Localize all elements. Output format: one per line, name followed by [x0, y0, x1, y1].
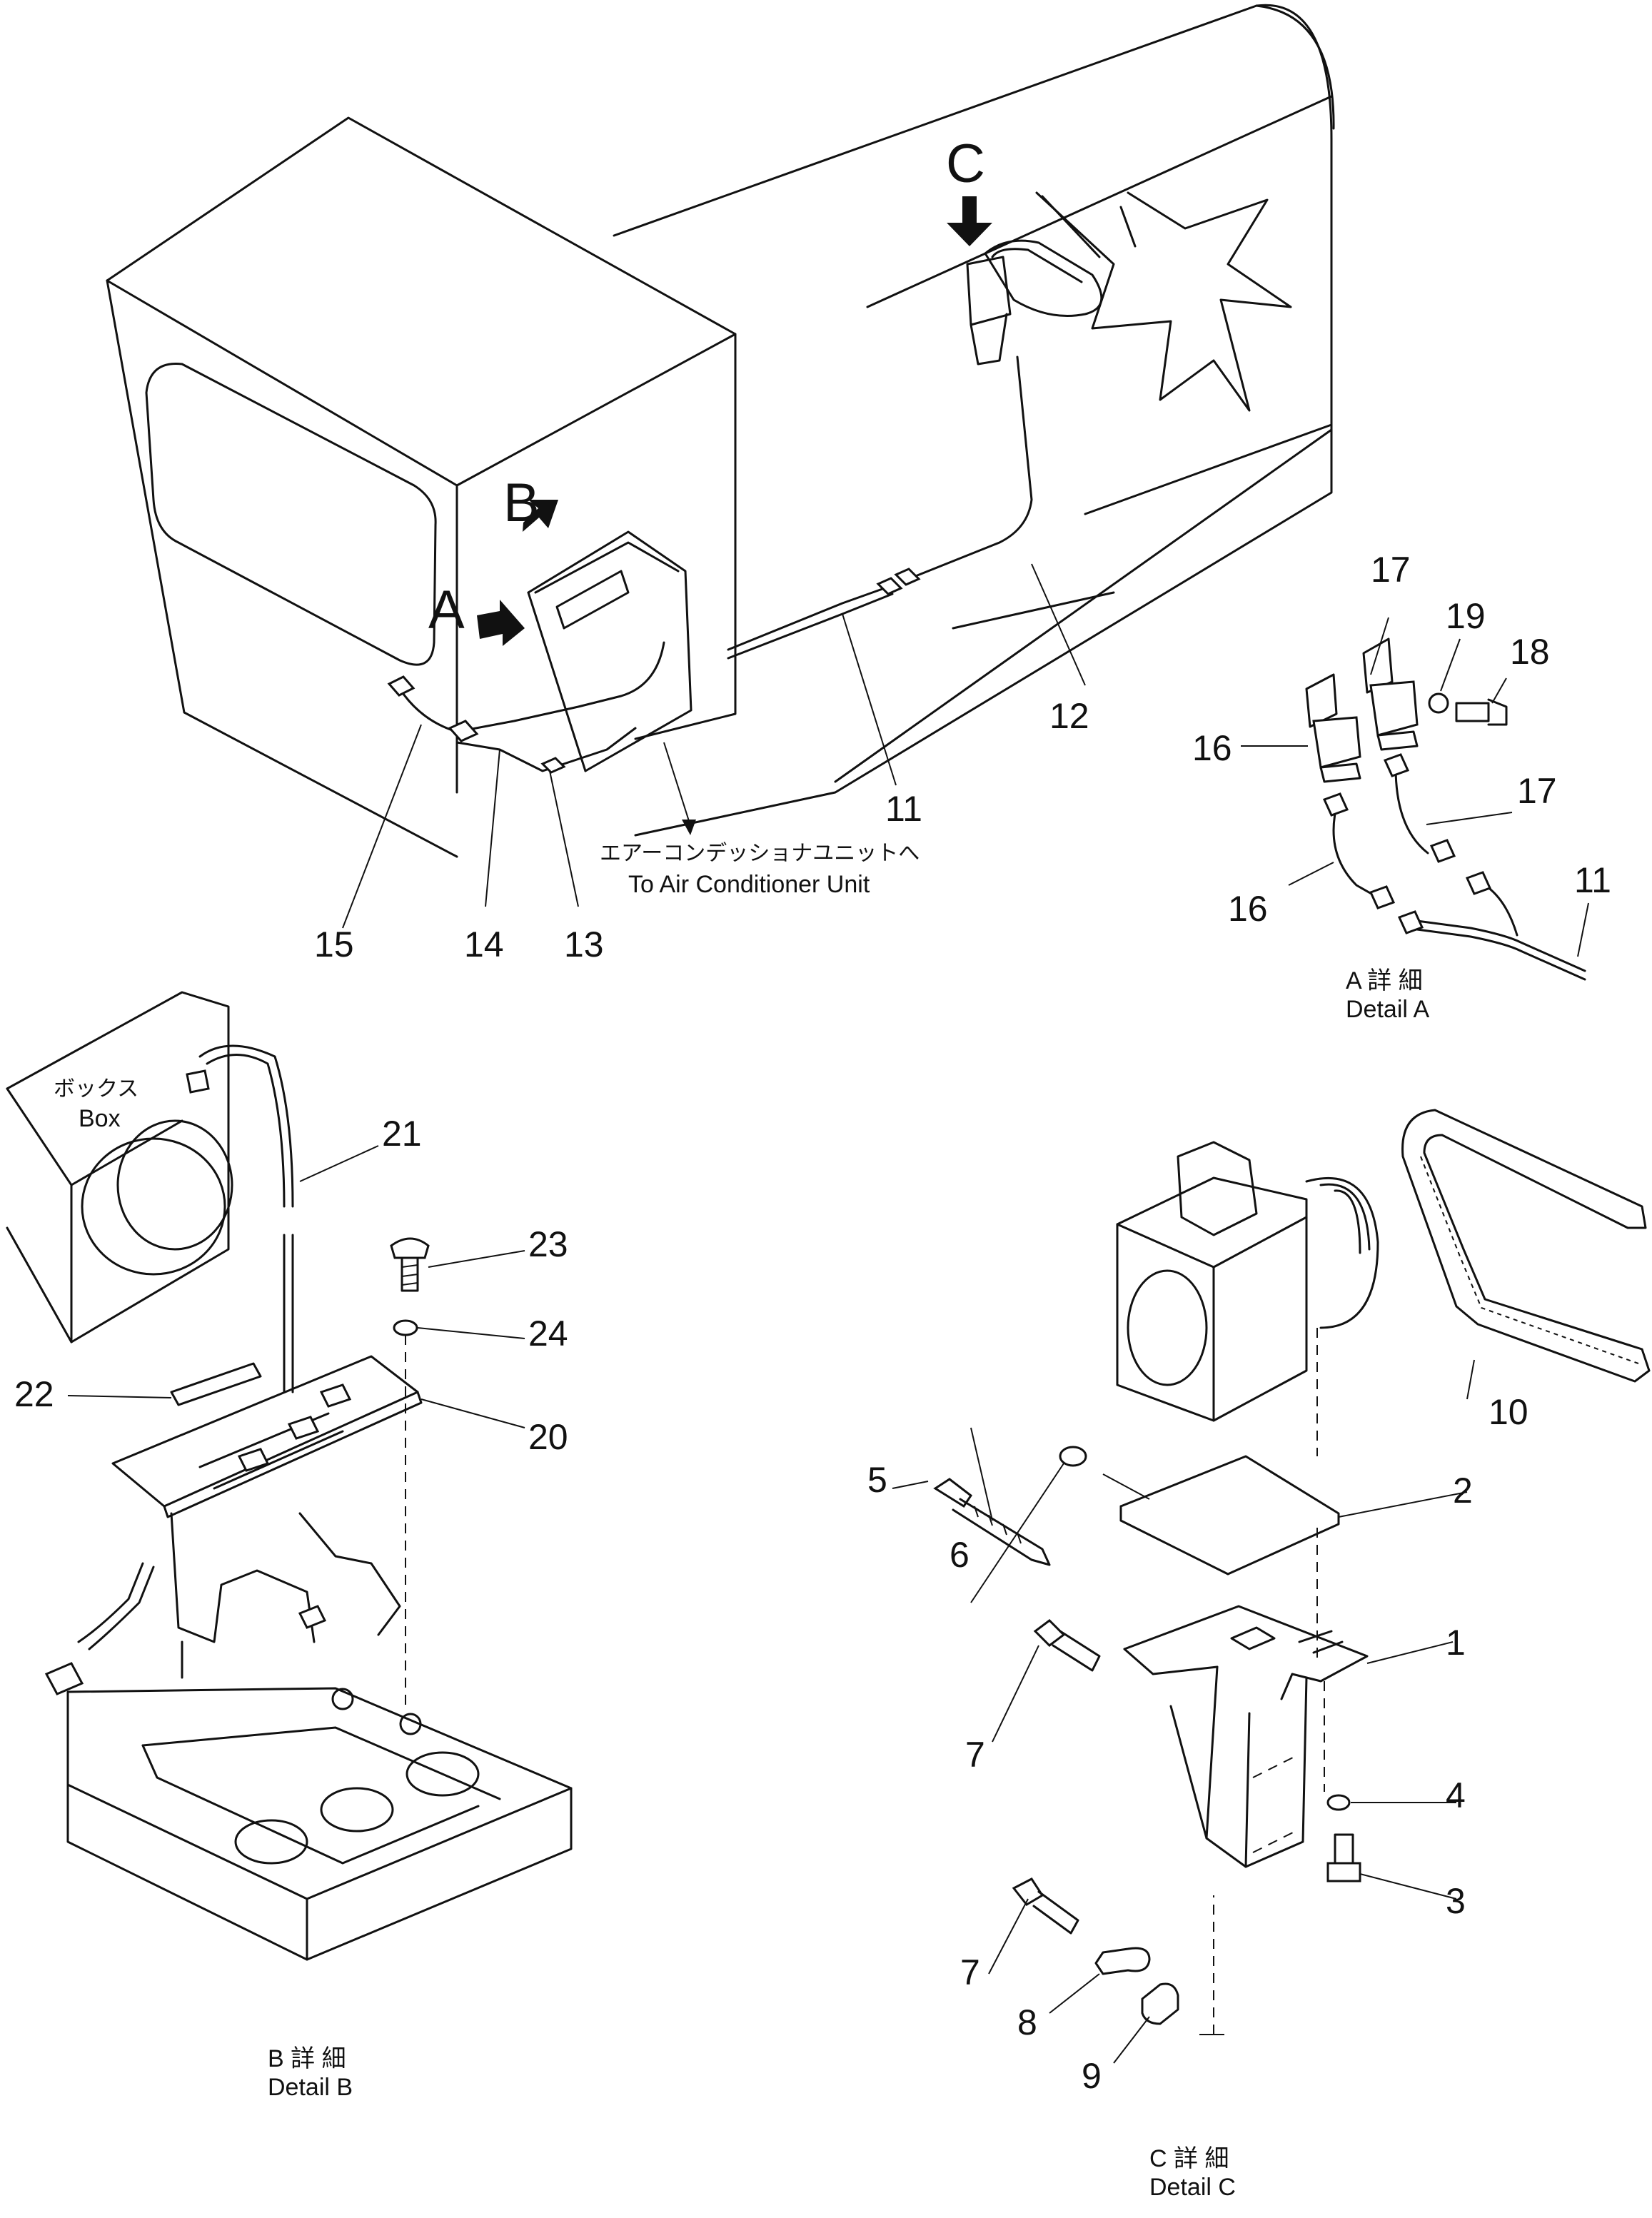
- box-label-jp: ボックス: [54, 1077, 138, 1101]
- callout-23: 21: [382, 1114, 422, 1154]
- wiring-harness: [387, 356, 1033, 774]
- callout-1: 1: [1446, 1623, 1466, 1663]
- leader-lines-b: [67, 1145, 525, 1706]
- panel-box: ボックス Box: [6, 991, 233, 1344]
- leader-lines-main: [342, 563, 1086, 929]
- callout-16: 14: [464, 924, 504, 964]
- detail-a-jp: A 詳 細: [1346, 967, 1423, 994]
- harness-a: [1322, 753, 1586, 981]
- bolt-7-lower: [1012, 1877, 1079, 1935]
- callout-12: 16: [1228, 889, 1268, 929]
- bolt-3: [1326, 1833, 1361, 1882]
- clamp-8: [1094, 1947, 1151, 1975]
- detail-c-jp: C 詳 細: [1149, 2145, 1229, 2172]
- detail-b-en: Detail B: [268, 2074, 353, 2101]
- detail-b-jp: B 詳 細: [268, 2045, 346, 2072]
- bolt-7-upper: [1033, 1619, 1101, 1672]
- screw-25: [390, 1237, 430, 1292]
- washer-26: [393, 1319, 418, 1336]
- to-ac-note-jp: エアーコンデッショナユニットへ: [600, 842, 920, 865]
- operator-cab: [106, 116, 737, 858]
- plate-2: [1119, 1455, 1340, 1576]
- cable-23: [186, 1044, 294, 1393]
- leader-lines-c: [892, 1328, 1475, 2064]
- washer-4: [1326, 1794, 1351, 1811]
- spacer-9: [1141, 1982, 1179, 2025]
- washer-21: [1428, 692, 1449, 714]
- callout-7-lower: 7: [960, 1952, 980, 1992]
- callout-7-upper: 7: [965, 1735, 985, 1775]
- callout-17: 15: [314, 924, 354, 964]
- callout-18: 16: [1192, 728, 1232, 768]
- view-label-b: B: [503, 473, 540, 533]
- view-arrow-b: B: [503, 473, 558, 533]
- callout-14: 12: [1049, 696, 1089, 736]
- callout-25: 23: [528, 1224, 568, 1264]
- linkage-assembly: [44, 1512, 401, 1695]
- callout-13: 17: [1517, 771, 1557, 811]
- bolt-5: [933, 1478, 1051, 1566]
- mounting-frame: [66, 1687, 573, 1961]
- callout-2: 2: [1453, 1471, 1473, 1511]
- view-arrow-a: A: [428, 580, 525, 646]
- to-ac-note-en: To Air Conditioner Unit: [628, 871, 870, 898]
- bolt-20: [1455, 698, 1508, 726]
- engine-hood: [613, 4, 1335, 837]
- junction-box: [527, 530, 692, 772]
- detail-c: 10 2 5 6 1 7 4 3 7 8 9 C 詳 細 Detail C: [867, 1109, 1651, 2201]
- callout-10: 10: [1489, 1392, 1528, 1432]
- detail-c-en: Detail C: [1149, 2174, 1236, 2201]
- callout-22: 20: [528, 1417, 568, 1457]
- callout-6: 6: [950, 1535, 969, 1575]
- callout-21: 19: [1446, 596, 1486, 636]
- callout-11: 11: [885, 789, 922, 829]
- box-label-en: Box: [79, 1105, 121, 1132]
- machine-overview: A B C 12 11 15 14 13 エアーコンデッショナユニットへ To …: [106, 4, 1335, 964]
- detail-b: ボックス Box: [6, 991, 573, 2101]
- callout-15: 13: [564, 924, 604, 964]
- callout-20: 18: [1510, 632, 1550, 672]
- belt-10: [1401, 1109, 1651, 1383]
- bracket-1: [1123, 1605, 1369, 1868]
- callout-11-a: 11: [1574, 860, 1611, 900]
- callout-8: 8: [1017, 2002, 1037, 2042]
- view-arrow-c: C: [946, 133, 992, 246]
- detail-a: 16 17 19 18 17 16 11 A 詳 細 Detail A: [1192, 550, 1611, 1023]
- detail-a-en: Detail A: [1346, 996, 1429, 1023]
- callout-9: 9: [1082, 2056, 1102, 2096]
- view-label-a: A: [428, 580, 465, 640]
- callout-3: 3: [1446, 1881, 1466, 1921]
- compressor: [1116, 1141, 1379, 1422]
- callout-5: 5: [867, 1460, 887, 1500]
- compressor-overview: [966, 239, 1103, 366]
- view-label-c: C: [946, 133, 985, 194]
- relay-19: [1362, 637, 1419, 751]
- callout-26: 24: [528, 1314, 568, 1354]
- label-24: [170, 1362, 262, 1406]
- relay-18: [1305, 673, 1361, 783]
- callout-24: 22: [14, 1374, 54, 1414]
- washer-6: [1059, 1446, 1087, 1467]
- cooling-fan: [1035, 191, 1292, 412]
- leader-lines-a: [1241, 617, 1589, 957]
- callout-19: 17: [1371, 550, 1411, 590]
- control-plate-22: [111, 1355, 423, 1518]
- callout-4: 4: [1446, 1775, 1466, 1815]
